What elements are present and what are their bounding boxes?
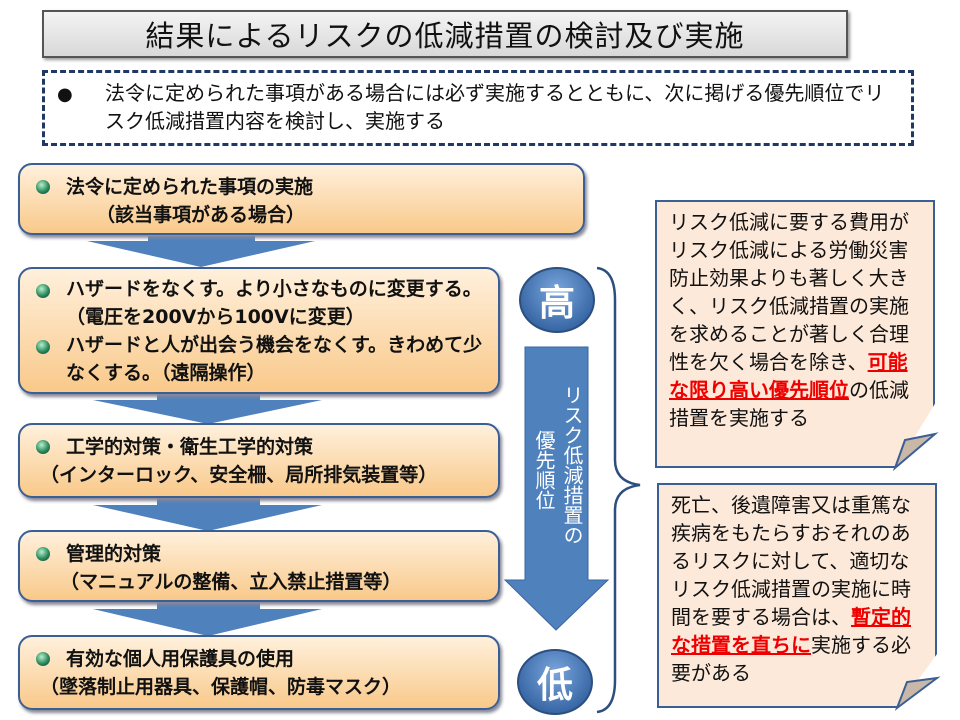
down-arrow-1 (87, 236, 315, 267)
priority-label-2: 優先順位 (532, 430, 556, 510)
page-title: 結果によるリスクの低減措置の検討及び実施 (42, 10, 848, 58)
step-2-eliminate-hazard: ハザードをなくす。より小さなものに変更する。（電圧を200Vから100Vに変更）… (18, 267, 500, 394)
priority-label-1: リスク低減措置の (560, 385, 584, 545)
note-interim-measures: 死亡、後遺障害又は重篤な疾病をもたらすおそれのあるリスクに対して、適切なリスク低… (657, 483, 937, 708)
step-text: 工学的対策・衛生工学的対策 (66, 436, 314, 458)
bullet-icon (36, 652, 50, 666)
priority-low: 低 (517, 649, 593, 715)
step-text: 法令に定められた事項の実施 (66, 176, 314, 198)
step-5-ppe: 有効な個人用保護具の使用 （墜落制止用器具、保護帽、防毒マスク） (18, 635, 500, 710)
priority-high: 高 (519, 267, 595, 333)
step-subtext: （マニュアルの整備、立入禁止措置等） (60, 571, 402, 593)
note-emphasis: 暫定的な措置を直ちに (671, 605, 911, 657)
bullet-icon (36, 340, 50, 354)
intro-text: 法令に定められた事項がある場合には必ず実施するとともに、次に掲げる優先順位でリス… (105, 81, 885, 133)
step-subtext: （該当事項がある場合） (96, 204, 306, 226)
note-emphasis: 可能な限り高い優先順位 (669, 350, 908, 402)
step-text: 管理的対策 (66, 543, 162, 565)
step-subtext: （インターロック、安全柵、局所排気装置等） (40, 464, 438, 486)
step-text: ハザードと人が出会う機会をなくす。きわめて少なくする。（遠隔操作） (66, 334, 483, 384)
brace (596, 266, 641, 714)
priority-arrow (503, 346, 610, 631)
step-text: ハザードをなくす。より小さなものに変更する。（電圧を200Vから100Vに変更） (66, 278, 482, 328)
intro-box: ● 法令に定められた事項がある場合には必ず実施するとともに、次に掲げる優先順位で… (42, 70, 914, 146)
down-arrow-2 (93, 394, 322, 424)
down-arrow-3 (93, 498, 322, 531)
note-cost-exception: リスク低減に要する費用がリスク低減による労働災害防止効果よりも著しく大きく、リス… (655, 200, 935, 468)
bullet-icon (36, 284, 50, 298)
note-text: の低減措置を実施する (669, 378, 909, 430)
down-arrow-4 (93, 602, 322, 636)
note-text: リスク低減に要する費用がリスク低減による労働災害防止効果よりも著しく大きく、リス… (669, 210, 909, 374)
bullet-icon (36, 440, 50, 454)
note-text: 実施する必要がある (671, 633, 911, 685)
step-subtext: （墜落制止用器具、保護帽、防毒マスク） (40, 676, 402, 698)
step-1-legal: 法令に定められた事項の実施 （該当事項がある場合） (18, 163, 585, 235)
step-4-administrative: 管理的対策 （マニュアルの整備、立入禁止措置等） (18, 530, 500, 602)
bullet-icon (36, 547, 50, 561)
step-text: 有効な個人用保護具の使用 (66, 648, 295, 670)
bullet-icon (36, 180, 50, 194)
bullet-icon: ● (57, 84, 73, 105)
step-3-engineering: 工学的対策・衛生工学的対策 （インターロック、安全柵、局所排気装置等） (18, 423, 500, 498)
note-text: 死亡、後遺障害又は重篤な疾病をもたらすおそれのあるリスクに対して、適切なリスク低… (671, 493, 911, 629)
